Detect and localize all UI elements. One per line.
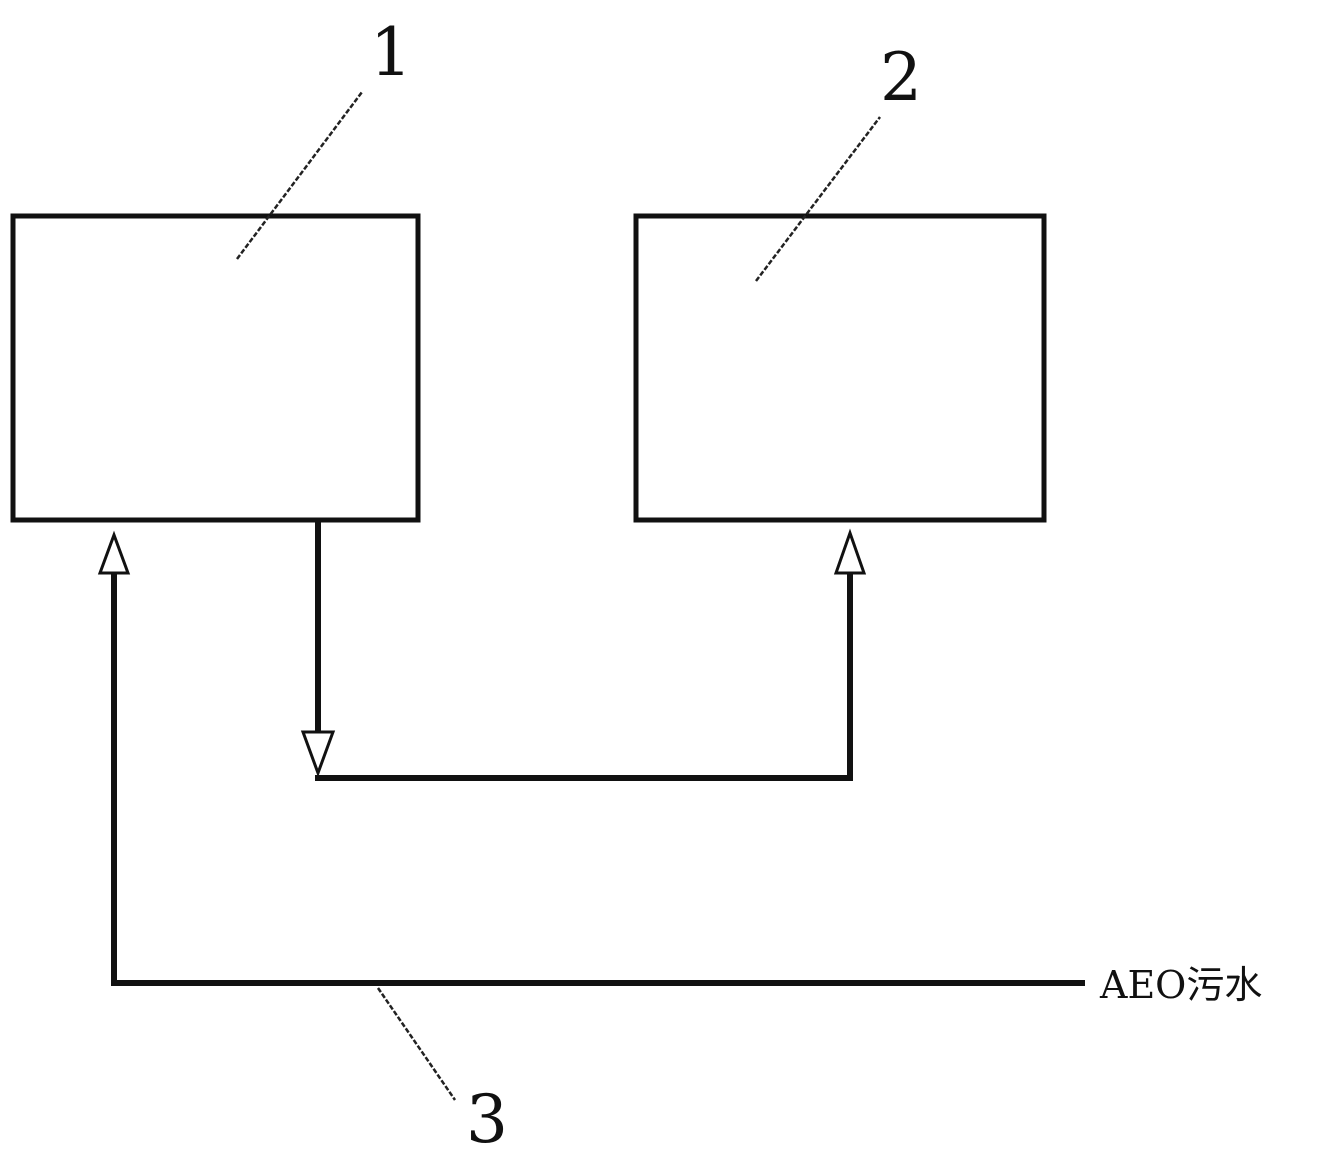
unit-1-box bbox=[10, 213, 421, 523]
feed-pipe-3 bbox=[111, 569, 1085, 986]
up-arrow-into-unit-2-icon bbox=[833, 528, 867, 575]
pipe-3-number: 3 bbox=[466, 1081, 508, 1155]
feed-label: AEO污水 bbox=[1099, 963, 1262, 1007]
connecting-pipe-return bbox=[315, 569, 853, 781]
leader-line-2 bbox=[755, 116, 881, 282]
leader-line-3 bbox=[376, 987, 457, 1101]
unit-1-number: 1 bbox=[370, 14, 412, 91]
unit-2-number: 2 bbox=[880, 39, 922, 116]
down-arrow-icon bbox=[300, 730, 336, 778]
unit-2-box bbox=[633, 213, 1047, 523]
up-arrow-into-unit-1-icon bbox=[97, 530, 131, 575]
